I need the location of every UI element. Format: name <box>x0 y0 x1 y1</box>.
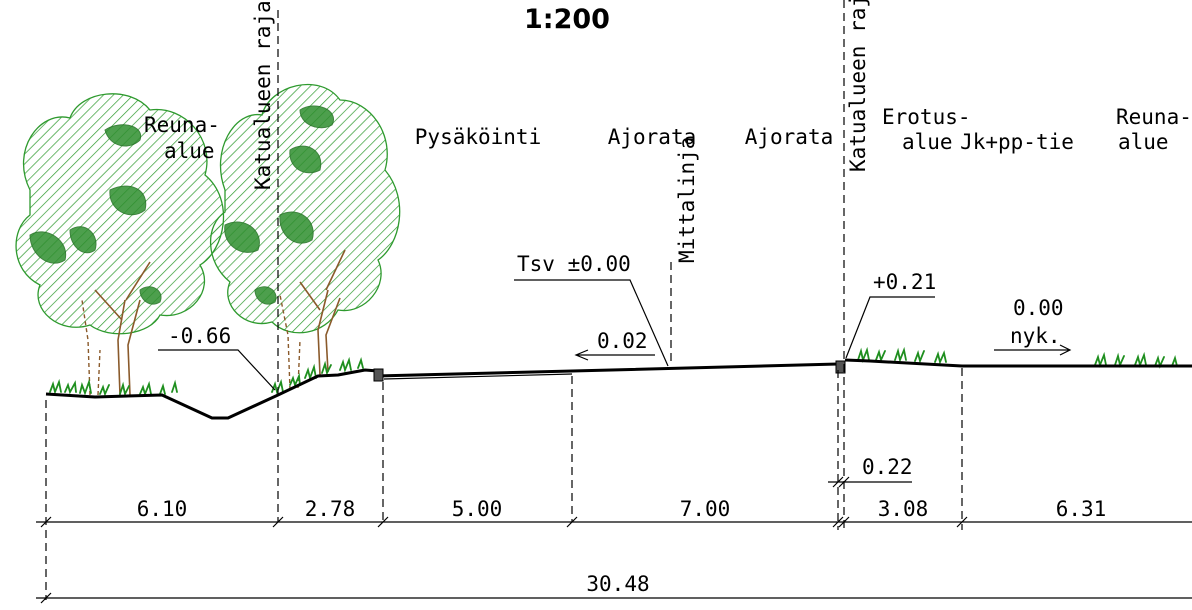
curb-left <box>373 368 384 382</box>
zone-label-jkpp: Jk+pp-tie <box>960 130 1074 154</box>
katualue-label-left: Katualueen raja <box>251 0 275 190</box>
zone-label-erotus-2: alue <box>902 130 953 154</box>
curb-right <box>835 360 846 374</box>
ground-profile <box>45 368 379 420</box>
zone-label-ajorata-1: Ajorata <box>608 125 697 149</box>
right-ground-profile <box>844 358 1192 368</box>
right-edge-elevation: +0.21 <box>873 270 936 294</box>
tree-group-left <box>15 93 225 396</box>
mittalinja-label: Mittalinja <box>675 137 699 263</box>
tsv-label: Tsv ±0.00 <box>517 252 631 276</box>
dim-segment-5: 3.08 <box>878 497 929 521</box>
grass-left <box>49 356 364 397</box>
zone-label-erotus-1: Erotus- <box>882 105 971 129</box>
dim-segment-4: 7.00 <box>680 497 731 521</box>
road-edge-line <box>383 373 573 380</box>
katualue-label-right: Katualueen raja <box>846 0 870 172</box>
existing-label: nyk. <box>1010 324 1061 348</box>
zone-label-reuna-left-2: alue <box>164 139 215 163</box>
slope-value: 0.02 <box>597 329 648 353</box>
zone-label-pysakointi: Pysäköinti <box>415 125 541 149</box>
zone-label-reuna-right-2: alue <box>1118 130 1169 154</box>
slope-arrow <box>574 349 655 361</box>
dimension-total-tick <box>40 592 52 604</box>
dim-segment-1: 6.10 <box>137 497 188 521</box>
existing-value: 0.00 <box>1013 296 1064 320</box>
dim-segment-6: 6.31 <box>1056 497 1107 521</box>
dim-segment-2: 2.78 <box>305 497 356 521</box>
dim-curb: 0.22 <box>862 455 913 479</box>
existing-arrow <box>994 344 1072 356</box>
left-ditch-leader <box>158 349 276 391</box>
tree-group-right <box>209 83 401 391</box>
zone-label-reuna-left-1: Reuna- <box>144 113 220 137</box>
dim-curb-line <box>828 476 912 488</box>
dim-total: 30.48 <box>586 572 649 596</box>
dim-segment-3: 5.00 <box>452 497 503 521</box>
left-ditch-elevation: -0.66 <box>168 324 231 348</box>
road-surface <box>377 362 839 378</box>
zone-label-reuna-right-1: Reuna- <box>1116 105 1192 129</box>
dimension-ticks <box>40 516 968 528</box>
scale-title: 1:200 <box>524 4 610 35</box>
right-edge-leader <box>845 296 935 359</box>
zone-label-ajorata-2: Ajorata <box>745 125 834 149</box>
tsv-leader <box>514 279 669 367</box>
